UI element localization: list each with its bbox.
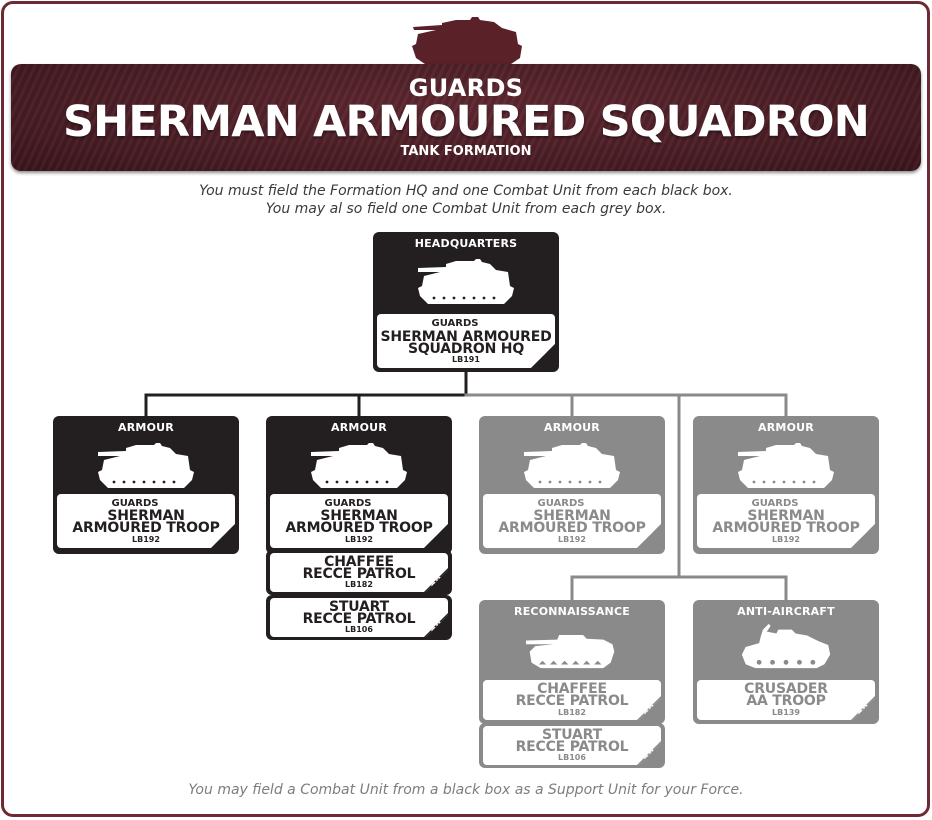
recon-box[interactable]: RECONNAISSANCE CHAFFEE RECCE PATROL LB18… [479,600,665,724]
alt-option-chaffee-line1: CHAFFEE [324,554,394,570]
alt-option-stuart-name: STUART RECCE PATROL [270,601,448,625]
footer-note: You may field a Combat Unit from a black… [188,782,744,798]
hq-name: SHERMAN ARMOURED SQUADRON HQ [377,331,555,355]
recon-alt-label: STUART RECCE PATROL LB106 28 [483,726,661,765]
armour-box-2-prefix: GUARDS [324,498,372,509]
armour-box-4-name-line1: SHERMAN [747,508,825,524]
anti-aircraft-name: CRUSADER AA TROOP [697,683,875,707]
anti-aircraft-category: ANTI-AIRCRAFT [737,605,835,618]
armour-box-1-name: SHERMAN ARMOURED TROOP [57,510,235,534]
alt-option-chaffee-code: LB182 [345,580,373,589]
recon-alt-stuart[interactable]: STUART RECCE PATROL LB106 28 [479,723,665,768]
hq-category: HEADQUARTERS [414,237,518,250]
recon-name-line2: RECCE PATROL [515,693,629,709]
anti-aircraft-name-line1: CRUSADER [744,681,828,697]
light-tank-silhouette-icon [526,635,615,669]
armour-box-1-name-line1: SHERMAN [107,508,185,524]
hq-name-line2: SQUADRON HQ [407,341,525,357]
armour-box-3[interactable]: ARMOUR GUARDS SHERMAN ARMOURED TROOP LB1… [479,416,665,554]
alt-option-stuart[interactable]: STUART RECCE PATROL LB106 28 [266,595,452,640]
armour-box-4-name: SHERMAN ARMOURED TROOP [697,510,875,534]
armour-box-2-label: GUARDS SHERMAN ARMOURED TROOP LB192 47 [270,494,448,548]
armour-box-3-prefix: GUARDS [537,498,585,509]
recon-label: CHAFFEE RECCE PATROL LB182 29 [483,680,661,720]
alt-option-stuart-label: STUART RECCE PATROL LB106 28 [270,598,448,637]
banner-pre-title: GUARDS [408,74,524,102]
armour-box-3-label: GUARDS SHERMAN ARMOURED TROOP LB192 47 [483,494,661,548]
tank-emblem-icon [412,17,522,66]
armour-box-3-name: SHERMAN ARMOURED TROOP [483,510,661,534]
hq-code: LB191 [452,355,480,364]
armour-box-1-prefix: GUARDS [111,498,159,509]
alt-option-chaffee-name: CHAFFEE RECCE PATROL [270,556,448,580]
tank-silhouette-icon [418,259,514,304]
instruction-line-1: You must field the Formation HQ and one … [199,183,733,199]
armour-box-2-name-line1: SHERMAN [320,508,398,524]
recon-alt-code: LB106 [558,753,586,762]
anti-aircraft-name-line2: AA TROOP [746,693,826,709]
aa-tank-silhouette-icon [741,623,831,669]
banner-title: SHERMAN ARMOURED SQUADRON [62,97,870,147]
armour-box-1-code: LB192 [132,535,160,544]
tank-silhouette-icon [98,443,194,488]
hq-label: GUARDS SHERMAN ARMOURED SQUADRON HQ LB19… [377,314,555,368]
armour-box-1-category: ARMOUR [118,421,174,434]
armour-box-4-code: LB192 [772,535,800,544]
armour-box-2-category: ARMOUR [331,421,387,434]
alt-option-stuart-line1: STUART [329,599,389,615]
armour-box-2-code: LB192 [345,535,373,544]
armour-box-4-category: ARMOUR [758,421,814,434]
armour-box-3-points: 47 [642,530,661,549]
anti-aircraft-code: LB139 [772,708,800,717]
alt-option-chaffee[interactable]: CHAFFEE RECCE PATROL LB182 29 [266,550,452,595]
armour-box-4-name-line2: ARMOURED TROOP [712,520,860,536]
alt-option-chaffee-line2: RECCE PATROL [302,566,416,582]
armour-box-1[interactable]: ARMOUR GUARDS SHERMAN ARMOURED TROOP LB1… [53,416,239,554]
recon-name: CHAFFEE RECCE PATROL [483,683,661,707]
hq-prefix: GUARDS [431,318,479,329]
armour-box-2[interactable]: ARMOUR GUARDS SHERMAN ARMOURED TROOP LB1… [266,416,452,554]
title-banner: GUARDS SHERMAN ARMOURED SQUADRON TANK FO… [11,64,921,171]
alt-option-stuart-line2: RECCE PATROL [302,611,416,627]
armour-box-3-code: LB192 [558,535,586,544]
instruction-line-2: You may al so field one Combat Unit from… [265,201,667,217]
recon-category: RECONNAISSANCE [514,605,630,618]
armour-box-3-name-line1: SHERMAN [533,508,611,524]
recon-name-line1: CHAFFEE [537,681,607,697]
armour-box-1-name-line2: ARMOURED TROOP [72,520,220,536]
tank-silhouette-icon [311,443,407,488]
armour-box-3-category: ARMOUR [544,421,600,434]
recon-code: LB182 [558,708,586,717]
tank-silhouette-icon [738,443,834,488]
armour-box-4[interactable]: ARMOUR GUARDS SHERMAN ARMOURED TROOP LB1… [693,416,879,554]
armour-box-4-points: 47 [856,530,875,549]
armour-box-2-points: 47 [429,530,448,549]
anti-aircraft-label: CRUSADER AA TROOP LB139 29 [697,680,875,720]
banner-subtitle: TANK FORMATION [400,144,532,159]
anti-aircraft-box[interactable]: ANTI-AIRCRAFT CRUSADER AA TROOP LB139 29 [693,600,879,724]
recon-alt-name: STUART RECCE PATROL [483,729,661,753]
armour-box-4-label: GUARDS SHERMAN ARMOURED TROOP LB192 47 [697,494,875,548]
armour-box-2-name: SHERMAN ARMOURED TROOP [270,510,448,534]
armour-box-3-name-line2: ARMOURED TROOP [498,520,646,536]
armour-box-1-label: GUARDS SHERMAN ARMOURED TROOP LB192 47 [57,494,235,548]
recon-alt-name-line2: RECCE PATROL [515,739,629,755]
hq-name-line1: SHERMAN ARMOURED [380,329,552,345]
armour-box-2-name-line2: ARMOURED TROOP [285,520,433,536]
alt-option-stuart-code: LB106 [345,625,373,634]
armour-box-1-points: 47 [216,530,235,549]
alt-option-chaffee-label: CHAFFEE RECCE PATROL LB182 29 [270,553,448,592]
tank-silhouette-icon [524,443,620,488]
recon-alt-name-line1: STUART [542,727,602,743]
hq-box[interactable]: HEADQUARTERS GUARDS SHERMAN ARMOURED SQU… [373,232,559,372]
armour-box-4-prefix: GUARDS [751,498,799,509]
